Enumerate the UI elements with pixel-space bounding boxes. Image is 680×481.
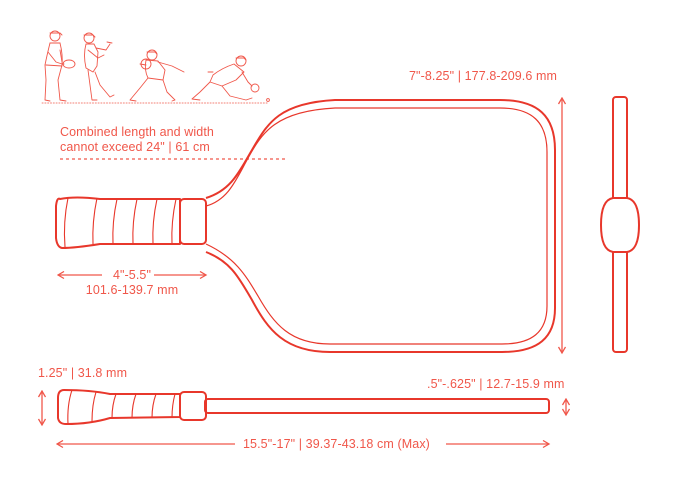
paddle-side-view <box>57 389 550 425</box>
grip-length-label: 4"-5.5" 101.6-139.7 mm <box>82 268 182 298</box>
players-illustration <box>41 30 270 104</box>
combined-length-note: Combined length and width cannot exceed … <box>60 125 214 155</box>
grip-length-imperial: 4"-5.5" <box>112 268 152 282</box>
width-label: 7"-8.25" | 177.8-209.6 mm <box>409 69 558 83</box>
paddle-front-view <box>55 99 556 353</box>
combined-note-line2: cannot exceed 24" | 61 cm <box>60 140 210 154</box>
player-lunge-icon <box>129 49 185 102</box>
thickness-label: .5"-.625" | 12.7-15.9 mm <box>427 377 565 391</box>
combined-note-line1: Combined length and width <box>60 125 214 139</box>
player-swing-icon <box>83 32 115 101</box>
player-dive-icon <box>191 55 270 102</box>
player-ready-icon <box>44 30 76 102</box>
grip-diameter-label: 1.25" | 31.8 mm <box>38 366 128 380</box>
grip-length-metric: 101.6-139.7 mm <box>85 283 179 297</box>
total-length-label: 15.5"-17" | 39.37-43.18 cm (Max) <box>243 437 430 451</box>
paddle-top-view <box>600 96 640 353</box>
